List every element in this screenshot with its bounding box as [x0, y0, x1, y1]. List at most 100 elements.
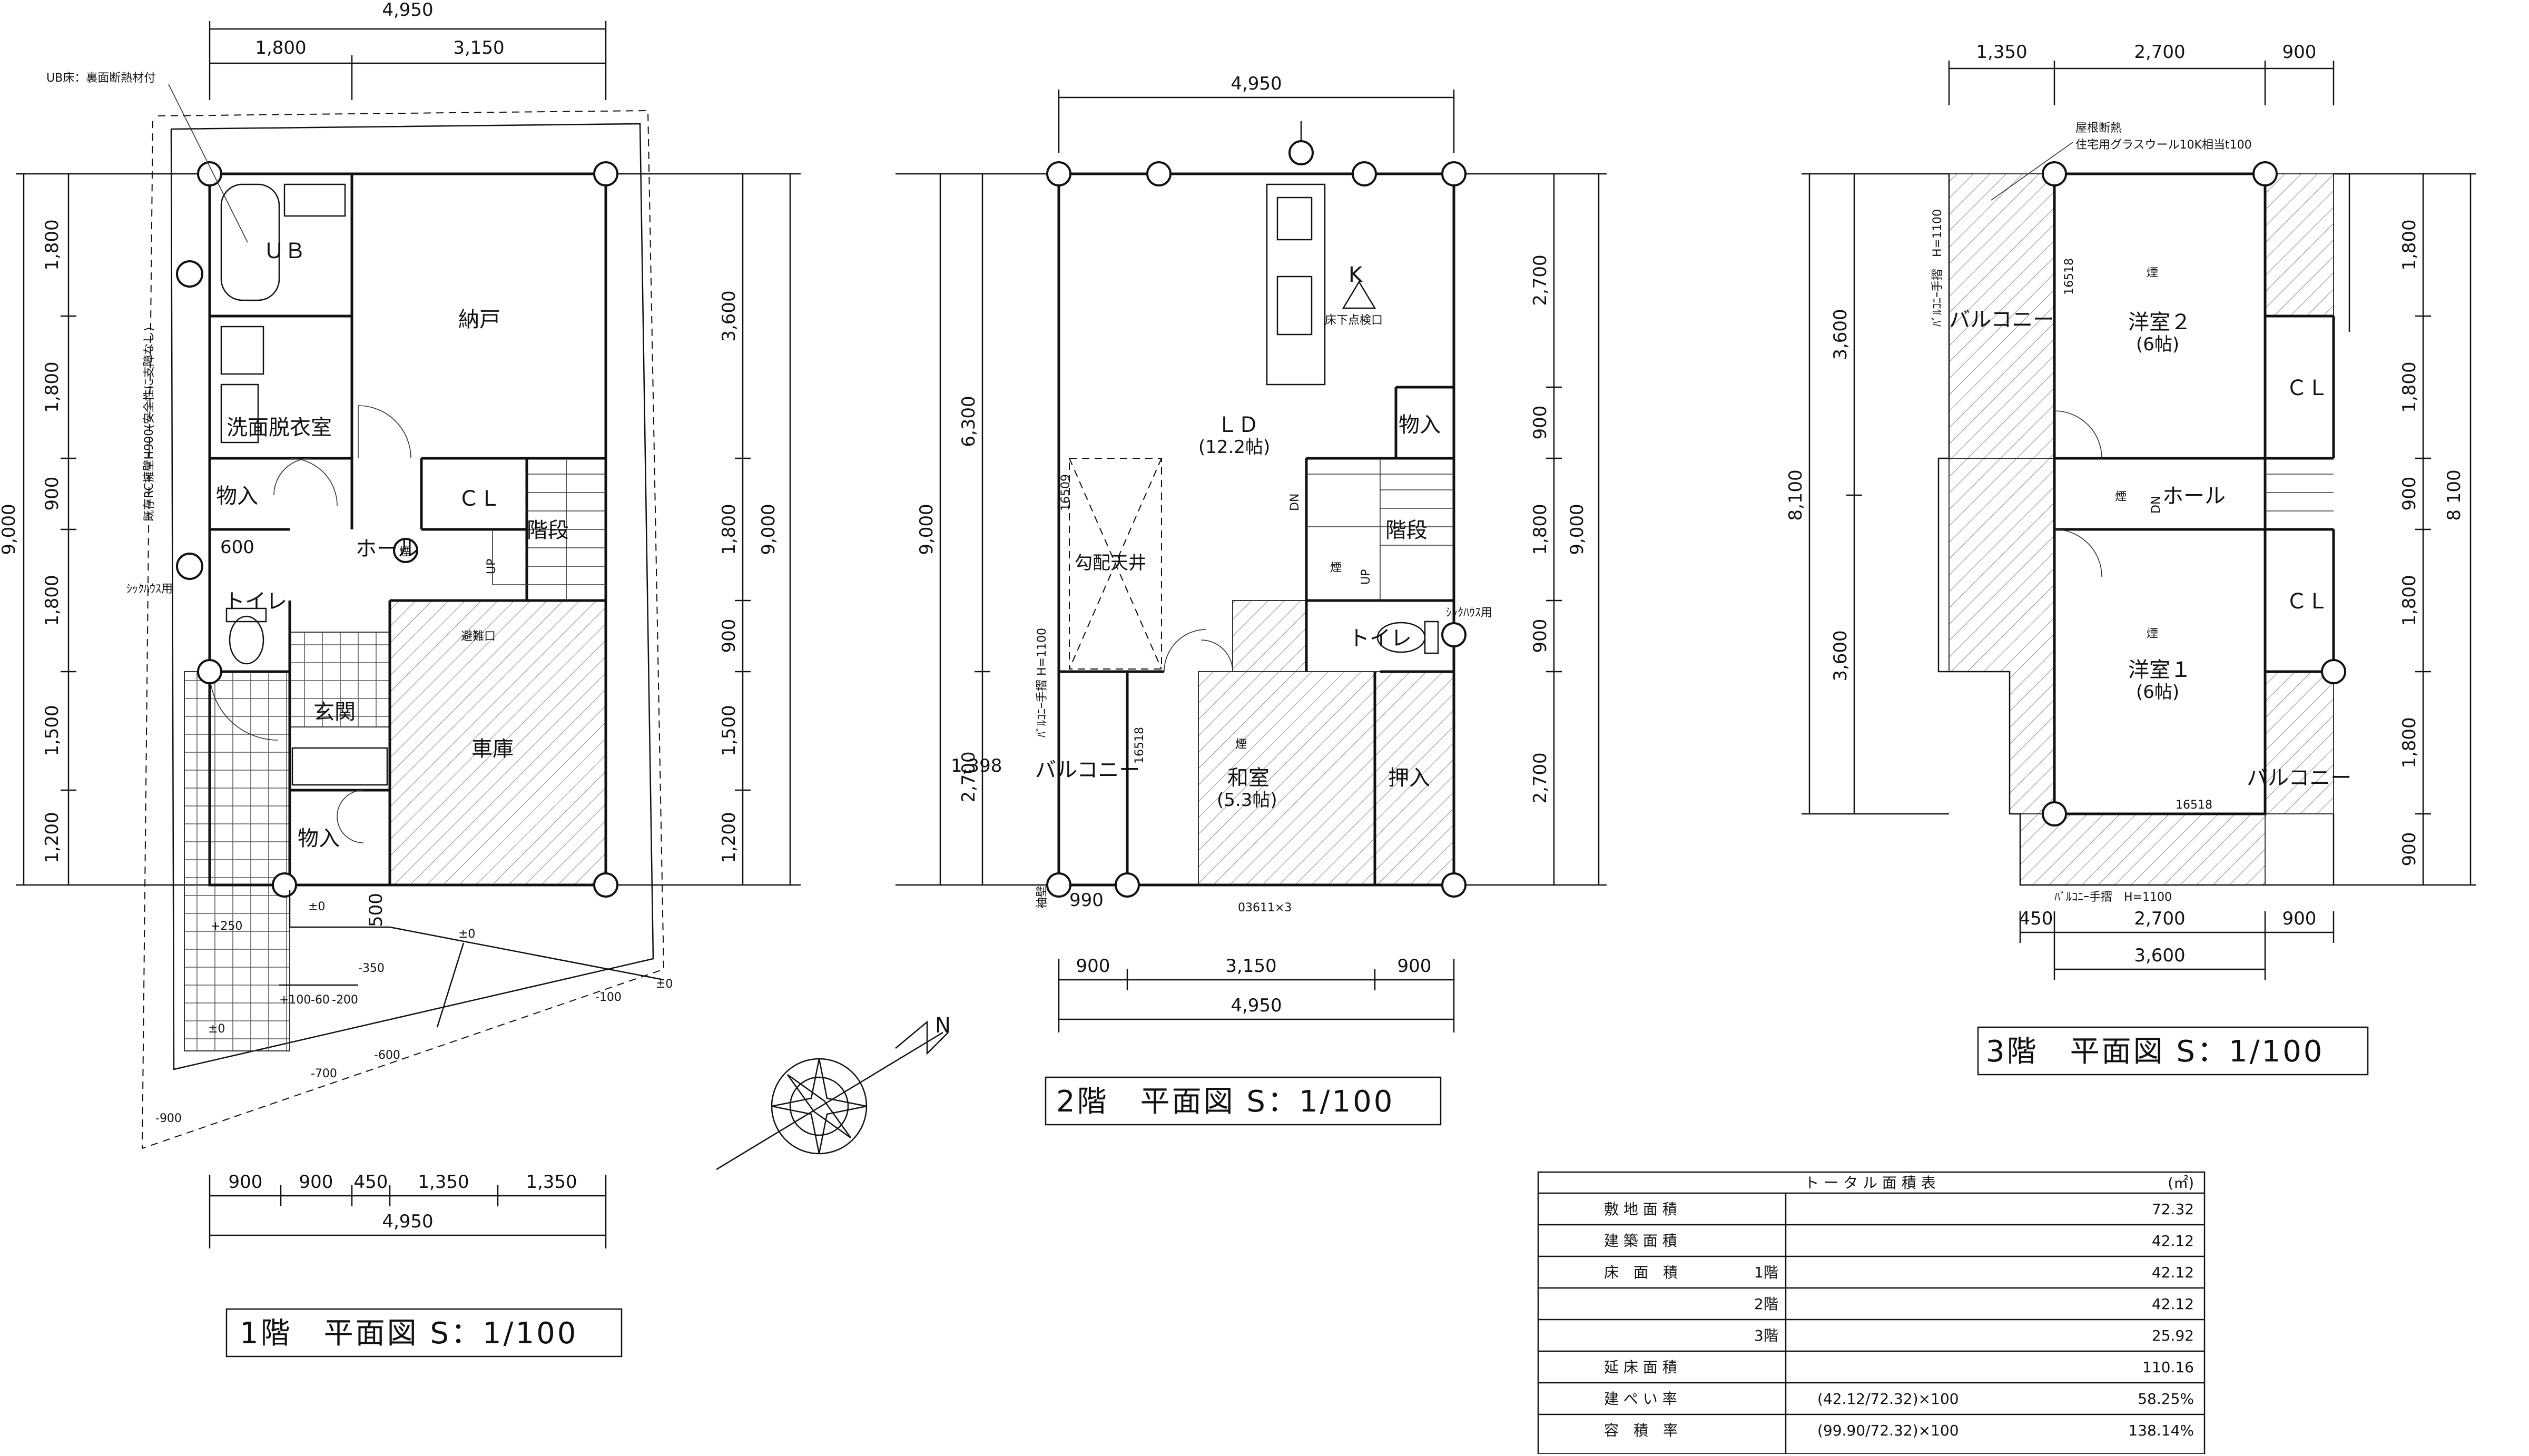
plan3-room-western2: 洋室２: [2128, 310, 2191, 335]
plan2-sloped-ceiling-label: 勾配天井: [1075, 553, 1146, 574]
area-row-value: 58.25%: [2138, 1390, 2194, 1408]
area-row-value: 72.32: [2152, 1201, 2194, 1218]
plan3-note-roof: 屋根断熱: [2075, 122, 2122, 135]
plan1-left-dim: 1,500: [42, 705, 63, 756]
plan1-level: -60: [311, 993, 330, 1007]
plan2-top-dimensions: [1058, 90, 1455, 153]
plan3-bottom-dim: 2,700: [2134, 908, 2185, 929]
plan2-left-dim: 2,700: [958, 751, 979, 802]
plan1-note-sick-house: ｼｯｸﾊｳｽ用: [126, 583, 173, 596]
plan1-washing-machine: [220, 326, 264, 375]
plan2-window: 03611×3: [1238, 901, 1292, 914]
plan1-up-label: UP: [485, 559, 498, 574]
plan3-note-glass-wool: 住宅用グラスウール10K相当t100: [2075, 139, 2252, 152]
plan2-bottom-dim: 900: [1398, 956, 1432, 977]
plan1-bottom-dim: 1,350: [526, 1172, 577, 1193]
plan1-room-closet2: 物入: [298, 827, 340, 851]
plan1-room-toilet: トイレ: [224, 589, 287, 614]
plan1-room-hall: ホール: [356, 537, 419, 561]
area-row-formula: (42.12/72.32)×100: [1817, 1390, 1959, 1408]
plan2-right-dim: 2,700: [1530, 254, 1551, 306]
plan1-left-dim: 900: [42, 477, 63, 511]
plan3-left-dim: 3,600: [1830, 309, 1851, 360]
plan1-room-cl: ＣＬ: [458, 487, 500, 511]
plan2-columns: [1046, 140, 1467, 898]
plan2-window: 16509: [1059, 474, 1072, 511]
plan1-columns: [176, 161, 618, 898]
plan1-bottom-total: 4,950: [382, 1211, 433, 1232]
plan3-room-hall: ホール: [2162, 484, 2226, 508]
plan2-window: 16518: [1133, 727, 1146, 764]
plan2-room-ld: ＬＤ: [1217, 413, 1259, 437]
plan1-title: 1階 平面図 S：1/100: [240, 1316, 578, 1351]
plan3-room-cl2: ＣＬ: [2286, 589, 2328, 614]
area-table: ト ー タ ル 面 積 表 (㎡) 敷 地 面 積 72.32 建 築 面 積 …: [1537, 1171, 2206, 1455]
plan1-room-garage: 車庫: [471, 737, 514, 761]
plan2-bottom-dimensions: [1058, 959, 1455, 1032]
plan1-right-dim: 1,200: [719, 812, 740, 863]
plan2-right-dim: 900: [1530, 619, 1551, 653]
plan1-level: -350: [358, 962, 385, 975]
plan3-left-dimensions: [1802, 173, 1949, 815]
plan1-left-dim: 1,200: [42, 812, 63, 863]
plan1-room-stairs: 階段: [527, 518, 569, 543]
plan2-up-label: UP: [1360, 569, 1373, 585]
plan1-level: -700: [311, 1067, 337, 1080]
plan1-note-rc-wall: 既存RC擁壁H900(安全性に支障なし): [143, 327, 156, 522]
plan2-kitchen-counter: [1266, 183, 1326, 386]
plan1-slope-lines: [279, 890, 664, 1028]
plan1-right-dim: 1,500: [719, 705, 740, 756]
plan1-room-closet: 物入: [216, 484, 258, 508]
plan2-stair-treads: [1306, 458, 1454, 601]
plan1-note-ub-floor: UB床：裏面断熱材付: [46, 72, 155, 85]
plan1-level: -900: [155, 1112, 182, 1125]
plan2-left-total: 9,000: [916, 504, 937, 555]
plan3-balcony-left-floor: [1949, 458, 2055, 814]
plan3-title: 3階 平面図 S：1/100: [1986, 1035, 2324, 1069]
area-row-label: 建 ぺ い 率: [1604, 1390, 1677, 1408]
plan3-room-western1: 洋室１: [2128, 658, 2191, 682]
plan2-top-total: 4,950: [1231, 73, 1282, 94]
plan1-shoe-closet: [291, 747, 388, 786]
plan2-room-kitchen: K: [1349, 263, 1363, 287]
plan2-kitchen-sink: [1276, 276, 1313, 336]
area-row-label: 敷 地 面 積: [1604, 1201, 1677, 1218]
plan2-note-sick-house: ｼｯｸﾊｳｽ用: [1446, 606, 1492, 619]
area-row-sub: 3階: [1754, 1327, 1778, 1344]
plan-1f: 4,950 1,800 3,150 9,000 1,800 1,800 900 …: [0, 0, 801, 1357]
area-row-value: 42.12: [2152, 1295, 2194, 1313]
plan3-bottom-total: 3,600: [2134, 945, 2185, 966]
plan1-level: -200: [332, 993, 358, 1007]
plan1-room-washroom: 洗面脱衣室: [227, 416, 332, 440]
plan1-leader: [168, 84, 248, 243]
area-row-sub: 2階: [1754, 1295, 1778, 1313]
plan3-western2-size: (6帖): [2136, 334, 2179, 355]
plan3-western1-size: (6帖): [2136, 682, 2179, 703]
plan2-toilet-tank: [1424, 621, 1439, 654]
plan3-top-dimensions: [1948, 61, 2335, 105]
plan1-bottom-dimensions: [209, 1175, 607, 1248]
plan3-window: 16518: [2063, 258, 2076, 295]
plan1-top-dimensions: [209, 21, 607, 100]
plan1-retaining-wall: [170, 123, 654, 1070]
plan3-right-dim: 1,800: [2399, 717, 2420, 768]
plan2-dn-label: DN: [1288, 494, 1302, 511]
plan1-room-entrance: 玄関: [313, 700, 356, 724]
plan1-stair-treads: [492, 458, 606, 601]
plan1-right-total: 9,000: [758, 504, 779, 555]
plan3-right-dim: 1,800: [2399, 361, 2420, 412]
plan3-leader: [1991, 142, 2073, 201]
plan1-level: ±0: [208, 1022, 225, 1036]
area-row-value: 138.14%: [2128, 1422, 2194, 1439]
plan3-left-dim: 3,600: [1830, 630, 1851, 681]
plan1-level: -600: [374, 1049, 400, 1062]
area-row-sub: 1階: [1754, 1264, 1778, 1281]
plan1-level: ±0: [458, 928, 475, 941]
plan3-right-dim: 1,800: [2399, 219, 2420, 270]
plan3-note-rail-v: ﾊﾞﾙｺﾆｰ手摺 H=1100: [1931, 209, 1944, 327]
plan3-right-dimensions: [2334, 173, 2476, 886]
plan1-toilet-tank: [225, 607, 267, 623]
plan2-room-closet: 物入: [1399, 413, 1441, 437]
plan2-doors: [1164, 629, 1233, 672]
